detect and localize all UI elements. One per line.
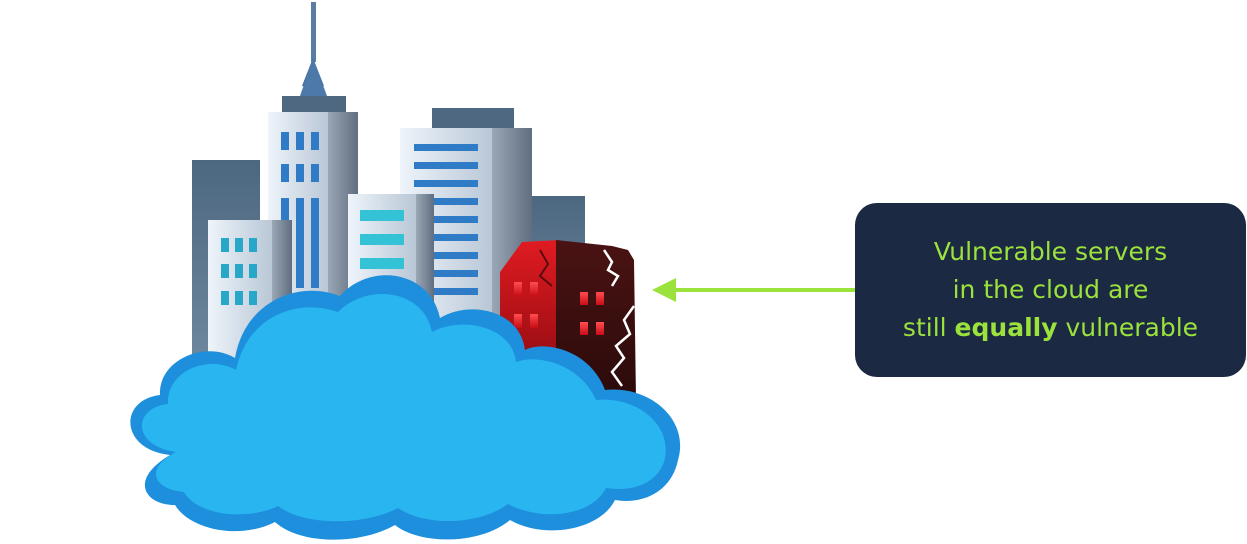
callout-line-3-end: vulnerable [1057,313,1199,342]
arrow-icon [652,278,855,302]
cloud-shape [130,275,681,540]
callout-line-3-start: still [902,313,955,342]
crack-icon [602,249,620,287]
callout-emphasis: equally [954,313,1058,342]
callout-line-3: still equally vulnerable [903,309,1198,347]
callout-line-1: Vulnerable servers [933,237,1168,266]
callout-line-2: in the cloud are [952,275,1149,304]
callout-box: Vulnerable servers in the cloud are stil… [855,203,1246,377]
